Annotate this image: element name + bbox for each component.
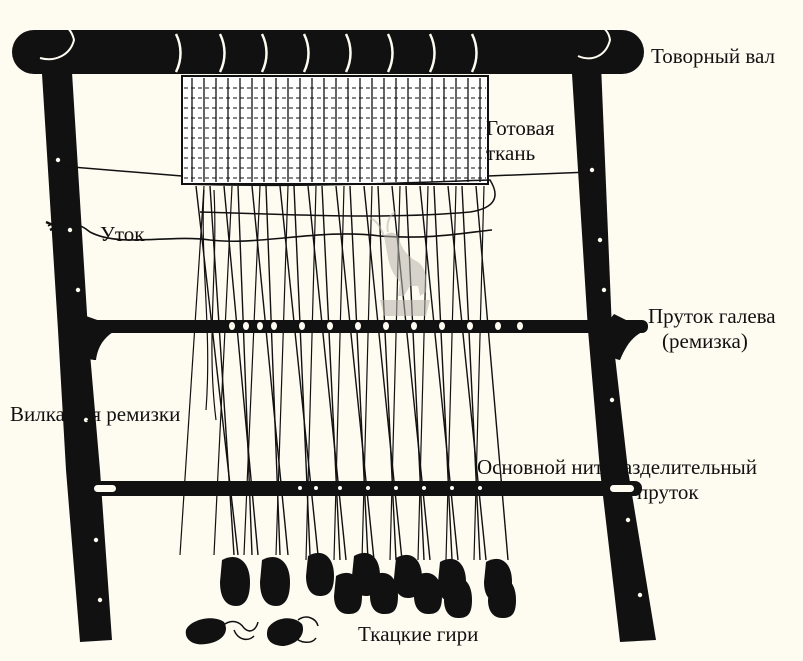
deer-watermark-icon xyxy=(370,212,430,316)
warp-threads-front xyxy=(196,186,508,560)
label-loom-weights: Ткацкие гири xyxy=(358,622,478,647)
heddle-rod xyxy=(64,314,648,360)
cloth-beam xyxy=(12,23,644,74)
label-heddle-fork: Вилка для ремизки xyxy=(10,402,180,427)
loose-loom-weights xyxy=(186,617,318,646)
loom-weights xyxy=(220,553,516,618)
label-cloth-beam: Товорный вал xyxy=(651,44,775,69)
label-weft: Уток xyxy=(100,222,144,247)
label-finished-fabric: Готовая ткань xyxy=(486,116,555,166)
label-heddle-rod: Пруток галева (ремизка) xyxy=(648,304,776,354)
label-shed-rod: Основной нитеразделительный пруток xyxy=(477,455,757,505)
